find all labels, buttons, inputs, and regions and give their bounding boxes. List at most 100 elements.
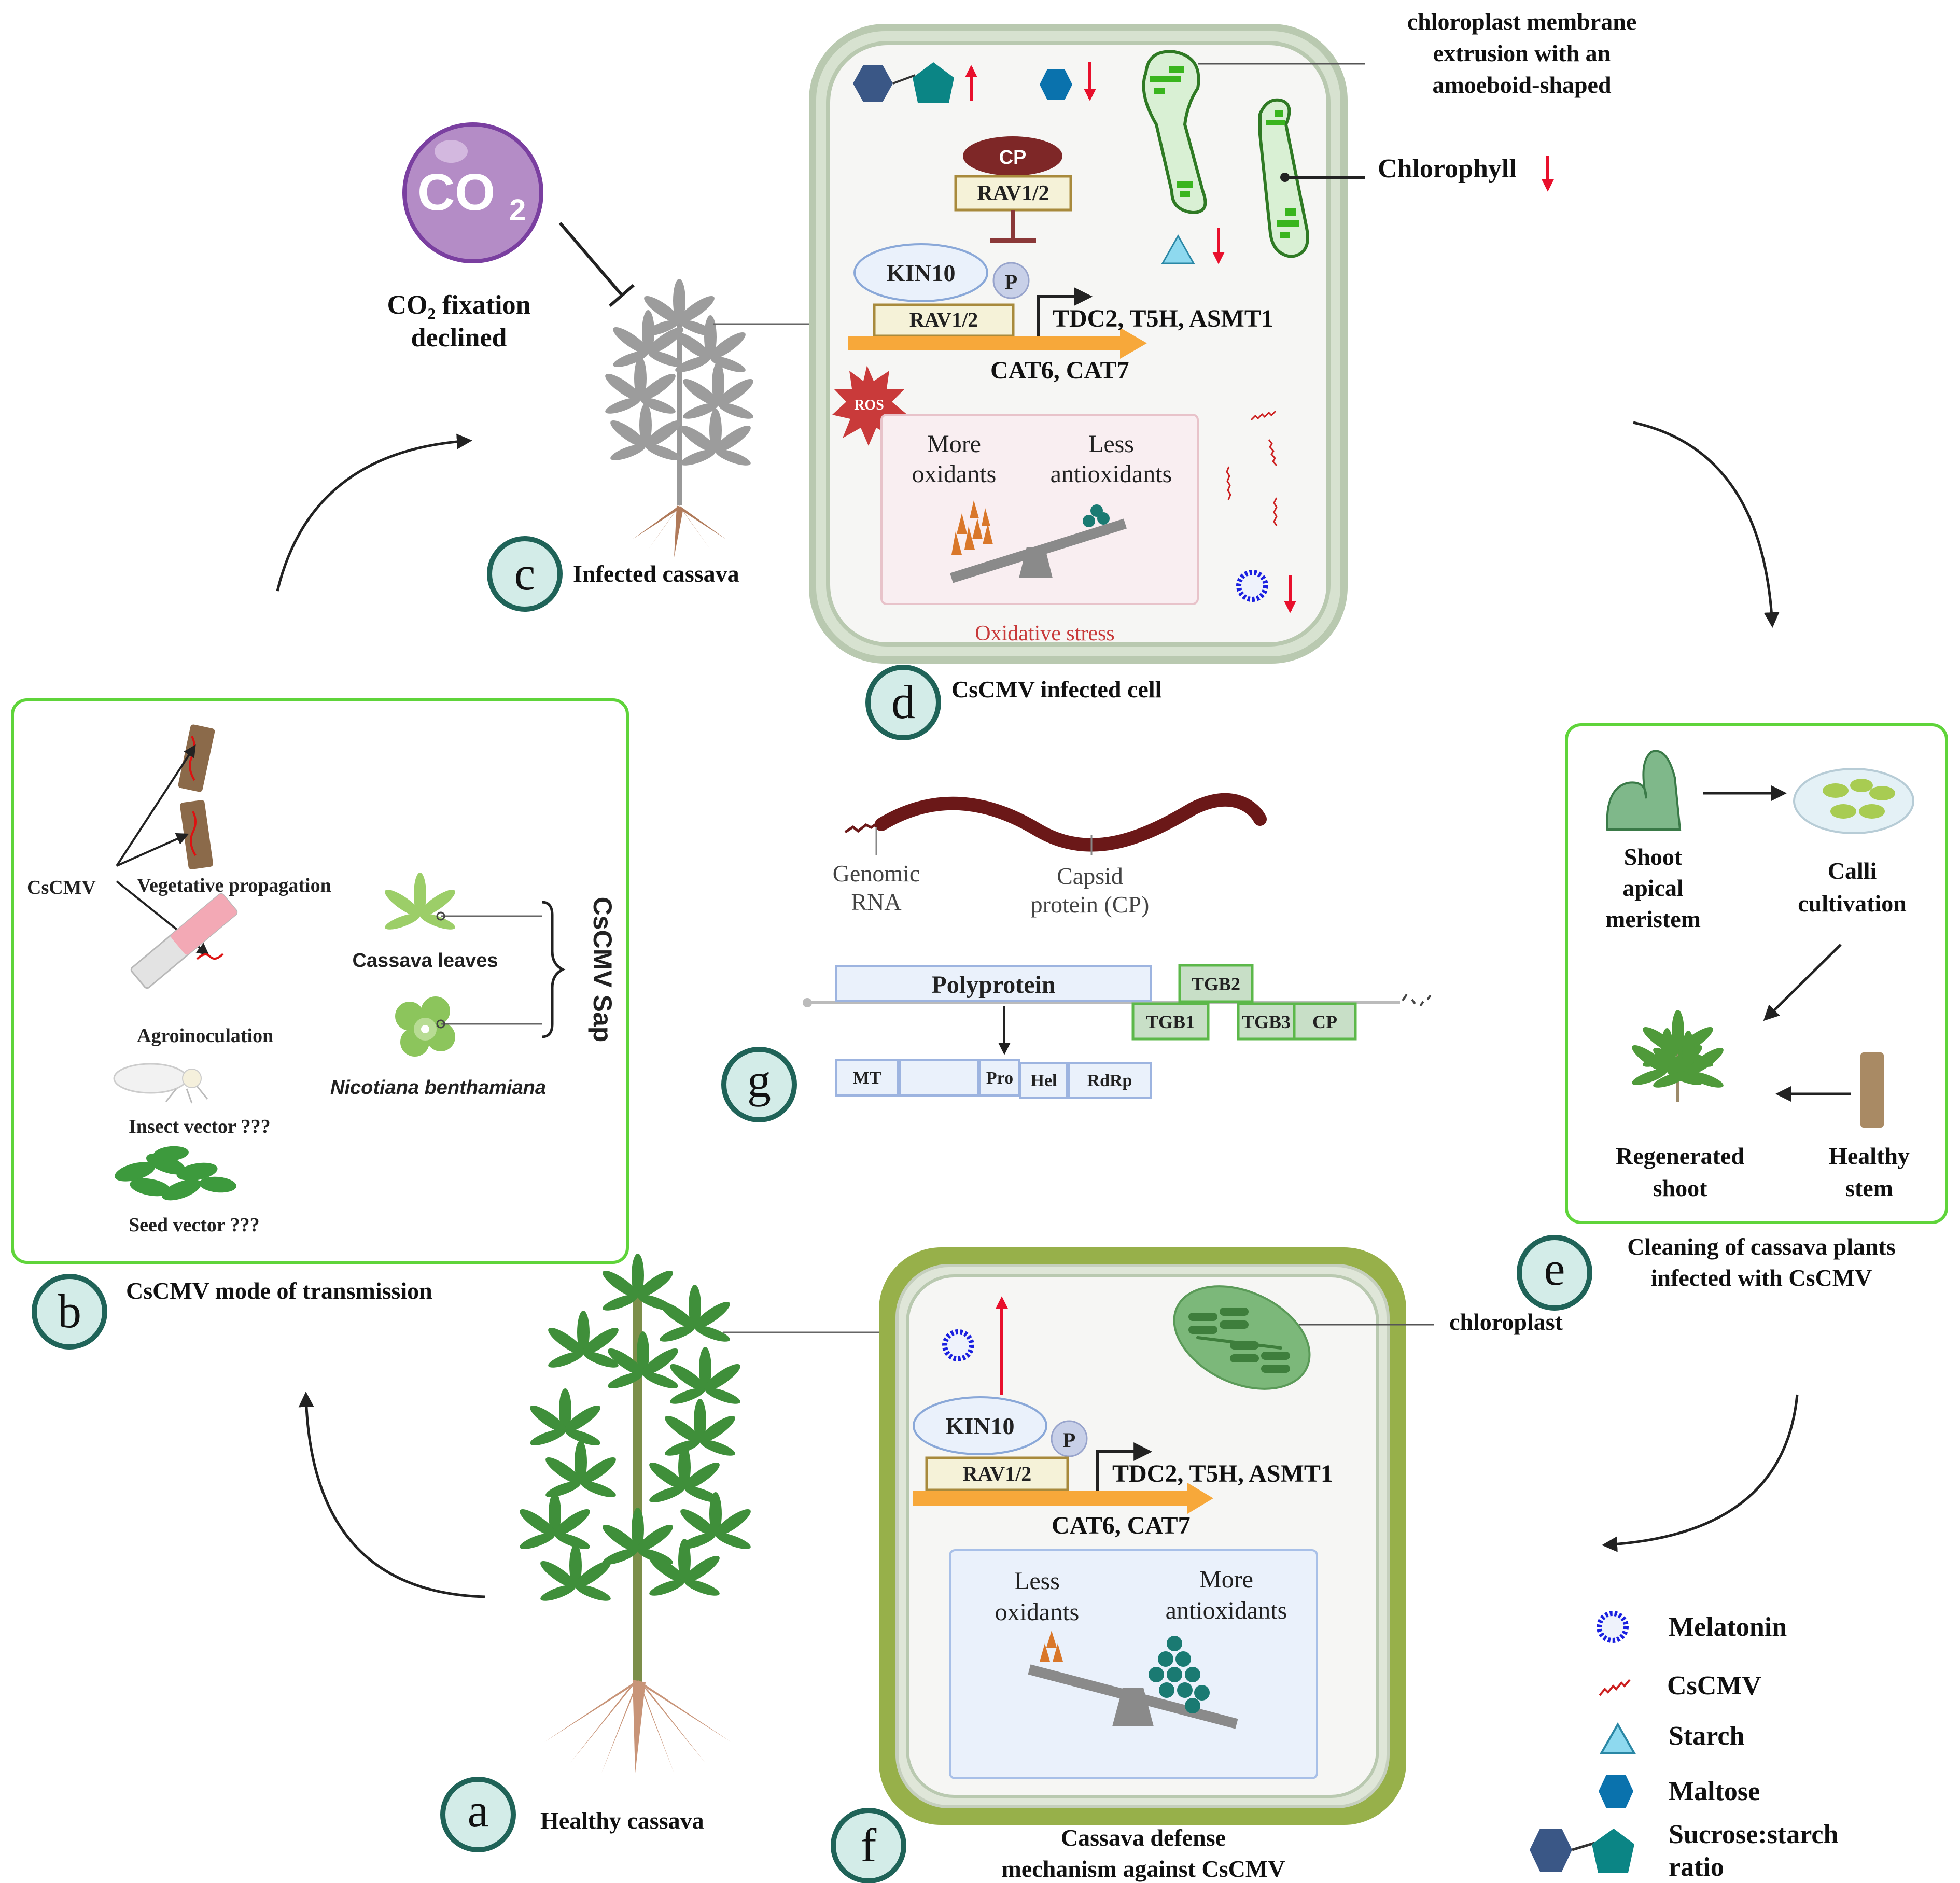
svg-text:TGB2: TGB2 — [1192, 974, 1240, 994]
step-regenerated-1: Regenerated — [1616, 1143, 1744, 1169]
route-agroinoculation: Agroinoculation — [137, 1025, 273, 1047]
legend-maltose-icon — [1599, 1775, 1633, 1808]
panel-label-b: b — [32, 1274, 107, 1350]
svg-text:Pro: Pro — [986, 1069, 1013, 1088]
kin10-protein — [853, 243, 988, 302]
legend-melatonin-icon — [1599, 1613, 1626, 1640]
nicotiana-icon — [395, 996, 455, 1057]
melatonin-genes-label-f: TDC2, T5H, ASMT1 — [1112, 1460, 1333, 1487]
flow-arrow-e-to-legend — [1602, 1394, 1799, 1552]
route-insect-vector: Insect vector ??? — [129, 1116, 271, 1137]
defense-caption-2: mechanism against CsCMV — [1002, 1856, 1285, 1882]
seesaw-oxidants-heavy — [950, 500, 1127, 583]
step-calli-2: cultivation — [1798, 890, 1907, 917]
legend: Melatonin CsCMV Starch Maltose Sucrose:s… — [1530, 1612, 1838, 1882]
svg-text:TGB3: TGB3 — [1242, 1011, 1291, 1032]
svg-text:Polyprotein: Polyprotein — [931, 971, 1055, 999]
inhibition-line-co2 — [558, 222, 624, 297]
stem-cutting-icon-2 — [179, 800, 214, 869]
co2-badge-text: CO — [417, 163, 495, 221]
svg-text:CP: CP — [999, 147, 1027, 168]
antioxidant-balance-box — [949, 1549, 1318, 1779]
legend-sucrose-icon — [1530, 1829, 1634, 1873]
panel-label-d: d — [865, 665, 941, 740]
melatonin-icon-cell-d — [1239, 572, 1266, 599]
petri-dish-icon — [1793, 768, 1914, 834]
melatonin-genes-label: TDC2, T5H, ASMT1 — [1053, 305, 1273, 332]
svg-text:b: b — [58, 1285, 81, 1338]
step-regenerated-2: shoot — [1653, 1175, 1707, 1201]
legend-sucrose-label-1: Sucrose:starch — [1669, 1820, 1838, 1849]
gene-strand-f — [913, 1483, 1213, 1514]
cp-protein — [963, 136, 1062, 176]
shoot-meristem-icon — [1606, 750, 1682, 831]
starch-icon — [1161, 234, 1195, 264]
svg-text:RAV1/2: RAV1/2 — [909, 308, 978, 331]
svg-text:KIN10: KIN10 — [887, 260, 956, 286]
svg-text:P: P — [1063, 1428, 1075, 1452]
chloroplast-note-line2: extrusion with an — [1433, 40, 1611, 66]
orf-cp — [1293, 1002, 1357, 1041]
legend-cscmv-label: CsCMV — [1667, 1671, 1761, 1701]
step-stem-1: Healthy — [1829, 1143, 1910, 1169]
route-vegetative: Vegetative propagation — [137, 875, 331, 896]
chlorophyll-label: Chlorophyll — [1378, 154, 1517, 184]
legend-starch-label: Starch — [1669, 1721, 1744, 1751]
healthy-stem-icon — [1860, 1052, 1884, 1128]
step-meristem-1: Shoot — [1624, 844, 1683, 870]
genome-map: Polyprotein TGB1 TGB2 TGB3 CP MT Pro Hel… — [803, 964, 1432, 1099]
svg-text:Hel: Hel — [1031, 1071, 1057, 1090]
infected-cassava-plant-icon — [601, 279, 757, 557]
step-meristem-3: meristem — [1605, 906, 1701, 932]
regenerated-shoot-icon — [1628, 1010, 1727, 1102]
chloroplast-note-line3: amoeboid-shaped — [1432, 72, 1611, 98]
cleaning-caption-1: Cleaning of cassava plants — [1627, 1233, 1896, 1260]
capsid-label-1: Capsid — [1057, 863, 1123, 889]
flow-arrow-b-to-c — [276, 433, 472, 592]
chloroplast-icon — [1173, 1285, 1311, 1390]
legend-sucrose-label-2: ratio — [1669, 1852, 1724, 1882]
step-calli-1: Calli — [1828, 858, 1877, 884]
svg-text:antioxidants: antioxidants — [1166, 1597, 1287, 1624]
panel-label-e: e — [1517, 1235, 1592, 1311]
genomic-rna-label-2: RNA — [851, 889, 901, 915]
rav-box-inhibited — [954, 175, 1072, 212]
co2-bubble: CO 2 — [402, 122, 543, 263]
domain-rdrp — [1068, 1062, 1152, 1099]
svg-text:KIN10: KIN10 — [946, 1413, 1015, 1439]
cleaning-box — [1565, 723, 1948, 1224]
svg-text:More: More — [927, 430, 981, 458]
domain-pro — [979, 1059, 1020, 1097]
cscmv-source-label: CsCMV — [27, 877, 96, 898]
svg-text:c: c — [514, 547, 536, 600]
kin10-protein-f — [913, 1396, 1047, 1455]
rav-box — [873, 303, 1015, 338]
svg-text:g: g — [747, 1054, 771, 1107]
whitefly-icon — [113, 1063, 208, 1104]
host-cassava-leaves: Cassava leaves — [352, 950, 498, 972]
svg-text:d: d — [891, 676, 915, 728]
legend-starch-icon — [1599, 1722, 1636, 1754]
cat-genes-label-f: CAT6, CAT7 — [1052, 1512, 1191, 1539]
legend-virus-icon — [1599, 1679, 1631, 1696]
co2-fixation-label: CO₂ fixation — [387, 290, 530, 320]
legend-melatonin-label: Melatonin — [1669, 1612, 1787, 1642]
transcription-start-arrow-f — [1096, 1442, 1153, 1491]
transmission-box — [11, 698, 629, 1264]
syringe-icon — [130, 893, 238, 989]
melatonin-icon-cell-f — [945, 1332, 972, 1359]
cat-genes-label: CAT6, CAT7 — [990, 357, 1129, 384]
step-meristem-2: apical — [1622, 875, 1684, 901]
route-seed-vector: Seed vector ??? — [129, 1214, 260, 1236]
svg-text:RAV1/2: RAV1/2 — [977, 181, 1049, 205]
phosphate — [992, 262, 1030, 299]
seeds-icon — [115, 1146, 236, 1201]
legend-maltose-label: Maltose — [1669, 1777, 1760, 1806]
orf-tgb1 — [1131, 1002, 1210, 1041]
sap-brace — [541, 901, 566, 1038]
co2-badge-subscript: 2 — [509, 193, 526, 227]
seesaw-antioxidants-heavy — [1028, 1631, 1238, 1729]
flow-arrow-d-to-e — [1633, 421, 1780, 628]
svg-text:RAV1/2: RAV1/2 — [963, 1462, 1032, 1485]
